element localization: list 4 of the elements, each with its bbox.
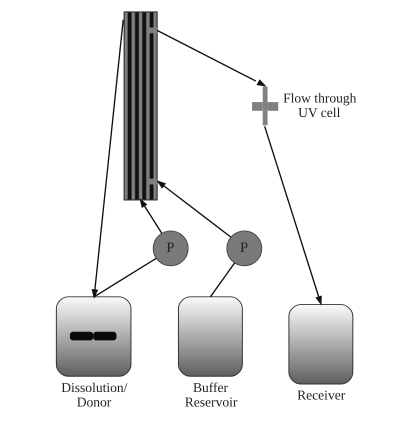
- node-label: Receiver: [296, 388, 345, 403]
- node-label: Buffer Reservoir: [184, 380, 237, 410]
- node-label: Dissolution/ Donor: [60, 380, 127, 410]
- node-label: Flow through UV cell: [282, 90, 356, 120]
